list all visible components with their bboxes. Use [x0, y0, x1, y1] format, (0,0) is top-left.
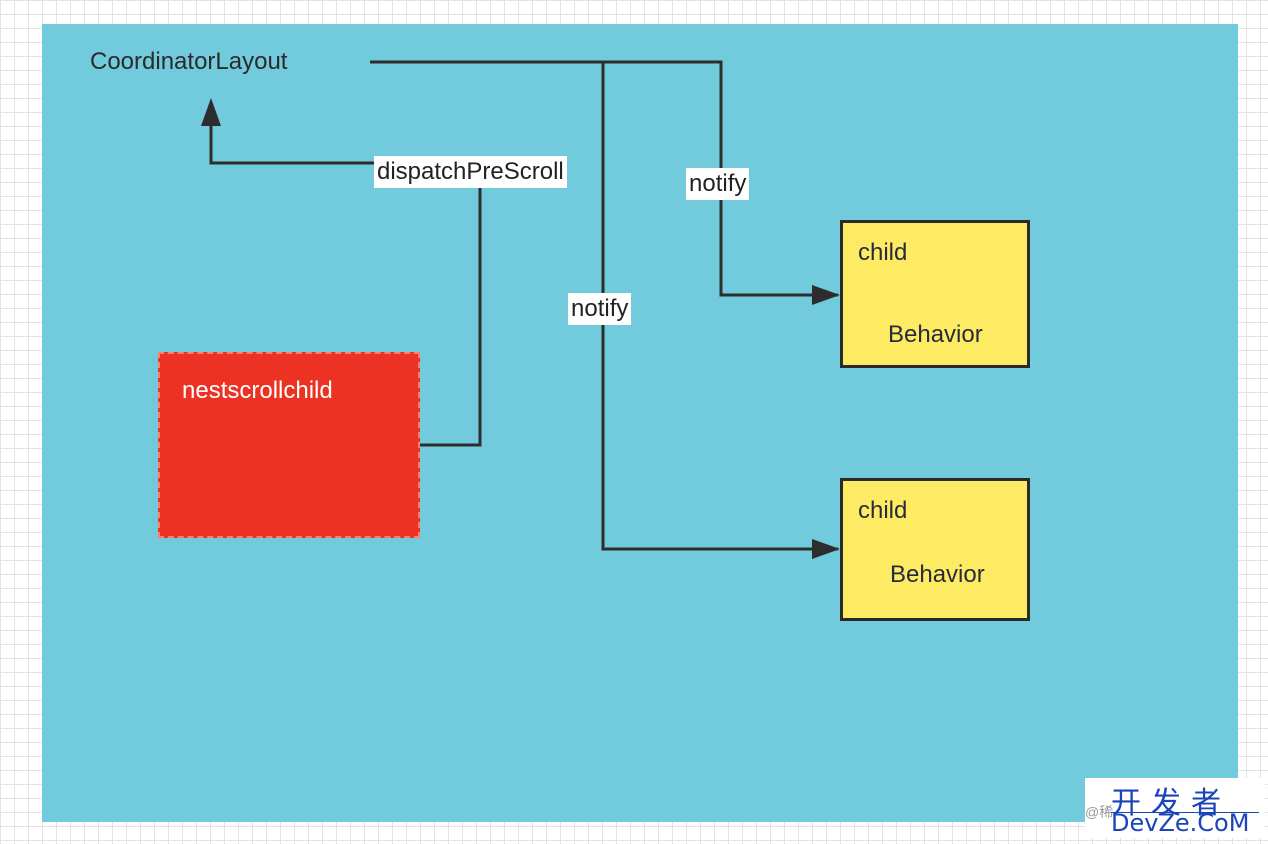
dispatch-pre-scroll-label: dispatchPreScroll	[374, 156, 567, 189]
child-title-top: child	[858, 239, 908, 266]
behavior-label-top: Behavior	[888, 321, 983, 348]
notify-label-top: notify	[686, 168, 750, 201]
arrow-right-icon	[812, 539, 840, 559]
arrow-up-icon	[201, 98, 221, 126]
coordinator-layout-label: CoordinatorLayout	[90, 48, 288, 75]
arrow-right-icon	[812, 285, 840, 305]
watermark-at-text: @稀	[1085, 804, 1114, 820]
notify-label-bottom: notify	[568, 293, 632, 326]
child-title-bottom: child	[858, 497, 908, 524]
nested-scroll-child-box: nestscrollchild	[158, 352, 420, 538]
child-behavior-box-bottom: child Behavior	[840, 478, 1030, 621]
nested-scroll-child-label: nestscrollchild	[182, 377, 333, 404]
watermark: @稀 开发者 DevZe.CoM	[1085, 778, 1265, 838]
child-behavior-box-top: child Behavior	[840, 220, 1030, 368]
behavior-label-bottom: Behavior	[890, 561, 985, 588]
watermark-divider	[1111, 812, 1259, 813]
watermark-line2: DevZe.CoM	[1111, 809, 1250, 837]
watermark-line1: 开发者	[1111, 786, 1231, 821]
connector-notify-bottom	[601, 62, 838, 551]
